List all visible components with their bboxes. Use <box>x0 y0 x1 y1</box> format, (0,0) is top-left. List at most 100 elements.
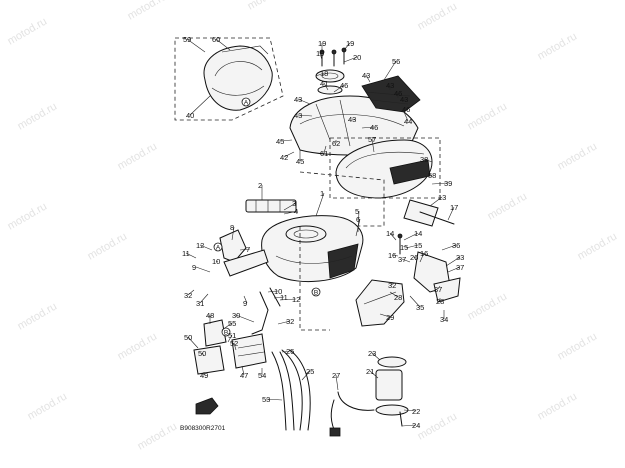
leader-line <box>273 296 285 299</box>
part-number-8: 8 <box>230 223 234 232</box>
fuel-tank-body <box>261 171 385 331</box>
marker-a-seat <box>241 97 251 107</box>
part-number-16: 16 <box>388 251 396 260</box>
part-number-2: 2 <box>258 181 262 190</box>
leader-line <box>201 352 205 357</box>
leader-line <box>233 342 237 351</box>
leader-line <box>371 138 375 153</box>
leader-line <box>447 266 461 273</box>
part-number-12: 12 <box>196 241 204 250</box>
part-number-19: 19 <box>346 39 354 48</box>
part-number-13: 13 <box>438 193 446 202</box>
leader-line <box>283 202 297 211</box>
leader-line <box>227 334 233 343</box>
part-number-32: 32 <box>184 291 192 300</box>
leader-line <box>413 256 417 261</box>
part-number-26: 26 <box>410 253 418 262</box>
part-number-10: 10 <box>274 287 282 296</box>
leader-line <box>185 252 197 259</box>
leader-line <box>335 374 339 391</box>
part-number-45: 45 <box>296 157 304 166</box>
leader-line <box>401 424 417 427</box>
part-number-40: 40 <box>186 111 194 120</box>
part-number-46: 46 <box>394 89 402 98</box>
leader-line <box>405 244 419 249</box>
part-number-4: 4 <box>294 207 298 216</box>
leader-line <box>279 298 297 301</box>
leader-line <box>187 289 195 296</box>
leader-line <box>357 210 360 233</box>
part-number-32: 32 <box>388 281 396 290</box>
part-number-48: 48 <box>206 311 214 320</box>
part-number-28: 28 <box>436 297 444 306</box>
part-number-29: 29 <box>386 313 394 322</box>
leader-line <box>215 260 219 263</box>
leader-line <box>315 192 325 217</box>
part-number-9: 9 <box>243 299 247 308</box>
part-number-20: 20 <box>353 53 361 62</box>
part-number-6: 6 <box>356 215 360 224</box>
watermark-text: motod.ru <box>556 140 600 172</box>
diagram-code: B908300R2701 <box>180 425 226 432</box>
part-number-43: 43 <box>362 71 370 80</box>
leader-line <box>405 108 409 111</box>
leader-line <box>319 52 323 61</box>
leader-line <box>199 293 209 304</box>
leader-line <box>283 151 295 158</box>
seat-cover-assembly: A <box>174 37 284 121</box>
part-number-16: 16 <box>420 249 428 258</box>
part-number-15: 15 <box>400 243 408 252</box>
part-number-32: 32 <box>286 317 294 326</box>
leader-line <box>215 38 231 51</box>
part-number-19: 19 <box>316 49 324 58</box>
leader-line <box>189 95 211 116</box>
part-number-45: 45 <box>276 137 284 146</box>
leader-line <box>409 295 421 308</box>
leader-line <box>371 352 381 361</box>
part-number-53: 53 <box>262 395 270 404</box>
part-number-51: 51 <box>228 331 236 340</box>
leader-line <box>389 291 399 298</box>
watermark-text: motod.ru <box>466 100 510 132</box>
leader-line <box>391 254 399 257</box>
marker-a-bracket-text: A <box>216 245 221 252</box>
watermark-text: motod.ru <box>126 0 170 23</box>
part-number-22: 22 <box>412 407 420 416</box>
marker-b-hose <box>311 287 321 297</box>
part-number-43: 43 <box>386 81 394 90</box>
leader-line <box>221 322 233 331</box>
marker-b-hose-text: B <box>314 290 318 297</box>
part-number-15: 15 <box>414 241 422 250</box>
part-number-21: 21 <box>366 367 374 376</box>
leader-line <box>239 248 251 251</box>
leader-line <box>447 206 455 221</box>
leader-line <box>187 336 199 349</box>
leader-line <box>333 84 345 93</box>
part-number-50: 50 <box>184 333 192 342</box>
front-arrow-badge <box>195 397 219 415</box>
part-number-31: 31 <box>196 299 204 308</box>
part-number-37: 37 <box>398 255 406 264</box>
part-number-43: 43 <box>294 95 302 104</box>
leader-line <box>235 314 255 323</box>
leader-line <box>351 118 357 121</box>
part-number-44: 44 <box>404 117 412 126</box>
part-number-55: 55 <box>228 319 236 328</box>
part-number-46: 46 <box>402 105 410 114</box>
marker-a-seat-text: A <box>244 100 249 107</box>
part-number-18: 18 <box>320 69 328 78</box>
leader-line <box>279 139 293 142</box>
fuel-pump-group <box>329 356 409 437</box>
watermark-text: motod.ru <box>556 330 600 362</box>
watermark-text: motod.ru <box>6 200 50 232</box>
leader-line <box>423 158 433 163</box>
marker-b-box-text: B <box>224 330 228 337</box>
leader-line <box>243 295 248 304</box>
watermark-text: motod.ru <box>116 330 160 362</box>
part-number-62: 62 <box>332 139 340 148</box>
part-number-27: 27 <box>332 371 340 380</box>
part-number-37: 37 <box>434 285 442 294</box>
leader-line <box>389 232 397 241</box>
